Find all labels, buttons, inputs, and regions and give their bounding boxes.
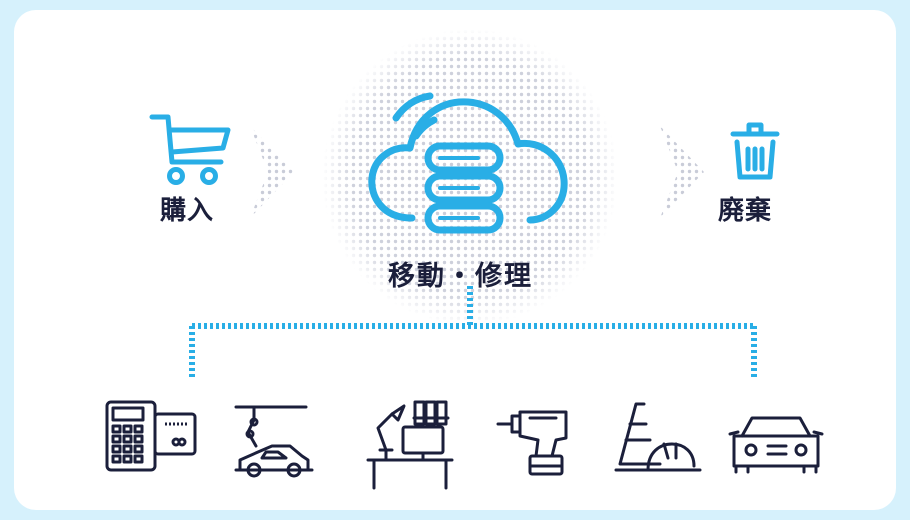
cloud-server-icon: [368, 92, 568, 234]
flow-arrow-right: [660, 126, 704, 218]
car-icon: [728, 416, 824, 474]
stage-label-purchase: 購入: [160, 196, 215, 226]
robot-arm-car-factory-icon: [234, 405, 314, 478]
stage-label-move-repair: 移動・修理: [388, 261, 533, 292]
shopping-cart-icon: [149, 114, 231, 185]
traffic-cone-helmet-icon: [614, 402, 702, 472]
connector-lines: [189, 286, 757, 378]
stage-label-disposal: 廃棄: [718, 196, 773, 226]
office-desk-lamp-icon: [366, 400, 454, 490]
payment-terminal-icon: [105, 400, 197, 472]
power-drill-icon: [496, 410, 568, 476]
trash-can-icon: [730, 122, 780, 180]
flow-arrow-left: [250, 126, 294, 218]
